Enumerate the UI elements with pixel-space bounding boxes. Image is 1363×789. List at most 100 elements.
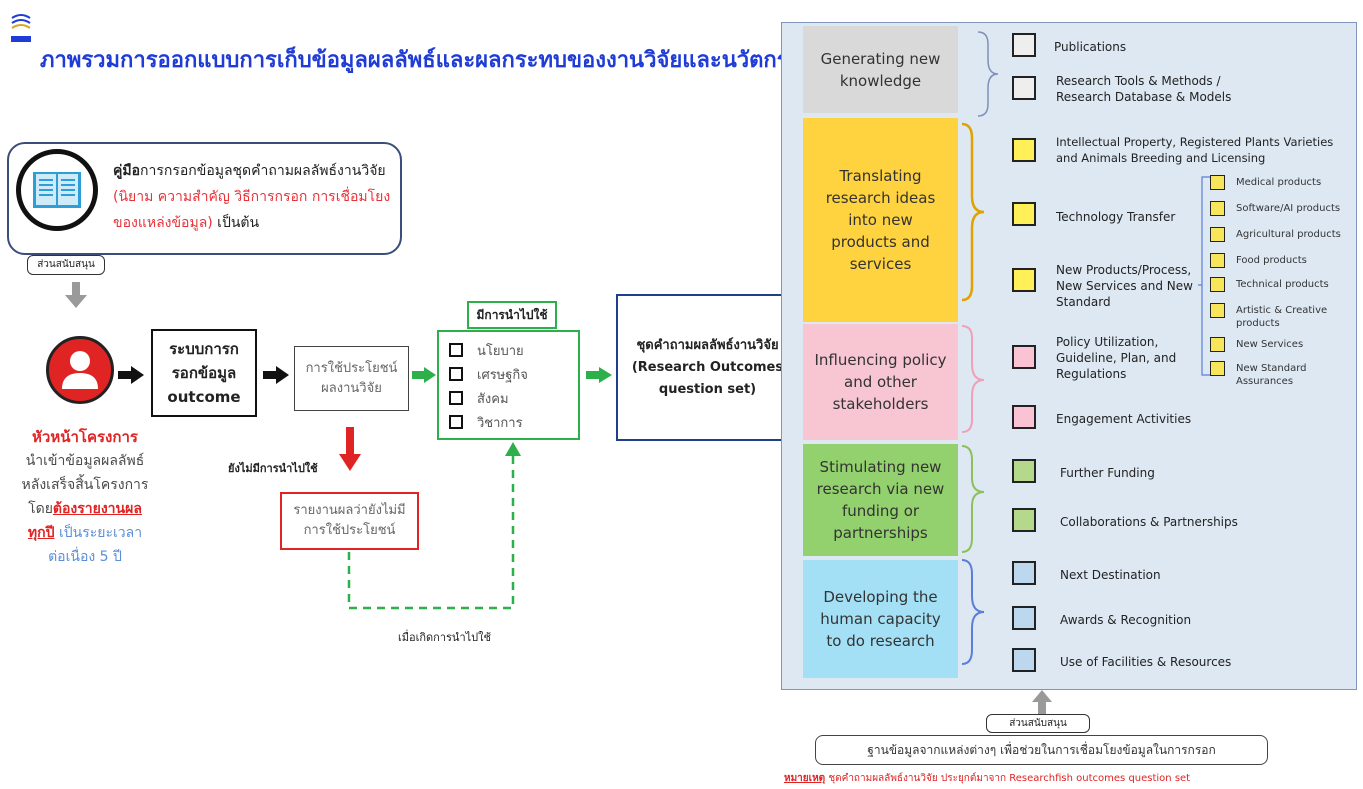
item-publications: Publications	[1054, 40, 1127, 54]
leader-line2: หลังเสร็จสิ้นโครงการ	[21, 477, 149, 493]
item-policy-utilization: Policy Utilization, Guideline, Plan, and…	[1056, 335, 1177, 381]
category-generating-knowledge: Generating new knowledge	[803, 26, 958, 113]
category-human-capacity: Developing the human capacity to do rese…	[803, 560, 958, 678]
sub-product-label: Technical products	[1236, 279, 1329, 290]
item-research-tools: Research Tools & Methods / Research Data…	[1056, 74, 1232, 104]
category-translating-ideas: Translating research ideas into new prod…	[803, 118, 958, 322]
manual-box	[7, 142, 402, 255]
logo-icon	[11, 14, 31, 42]
sub-product-checkbox	[1210, 201, 1225, 216]
sub-product-checkbox	[1210, 361, 1225, 376]
item-checkbox	[1012, 405, 1036, 429]
item-intellectual-property: Intellectual Property, Registered Plants…	[1056, 135, 1334, 165]
note-text: ชุดคำถามผลลัพธ์งานวิจัย ประยุกต์มาจาก Re…	[825, 773, 1191, 784]
when-used-label: เมื่อเกิดการนำไปใช้	[398, 631, 491, 644]
item-new-products: New Products/Process, New Services and N…	[1056, 263, 1193, 309]
item-technology-transfer: Technology Transfer	[1056, 210, 1176, 224]
item-further-funding: Further Funding	[1060, 466, 1155, 480]
use-label: สังคม	[477, 391, 509, 407]
category-label: Translating research ideas into new prod…	[825, 167, 936, 273]
feedback-dashed-arrow	[347, 442, 521, 610]
sub-product-checkbox	[1210, 337, 1225, 352]
sub-product-label: New Services	[1236, 339, 1304, 350]
outcome-system-box: ระบบการกรอกข้อมูล outcome	[151, 329, 257, 417]
category-influencing-policy: Influencing policy and other stakeholder…	[803, 324, 958, 440]
bottom-support-tag: ส่วนสนับสนุน	[986, 714, 1090, 733]
item-checkbox	[1012, 33, 1036, 57]
sub-product-label: Medical products	[1236, 177, 1322, 188]
right-arrow-icon	[263, 366, 289, 384]
right-arrow-icon	[412, 367, 436, 383]
use-item: วิชาการ	[449, 410, 528, 434]
sub-product-checkbox	[1210, 175, 1225, 190]
database-box: ฐานข้อมูลจากแหล่งต่างๆ เพื่อช่วยในการเชื…	[815, 735, 1268, 765]
leader-must-report: ต้องรายงานผล	[52, 501, 142, 517]
question-set-line3: question set)	[658, 381, 757, 397]
down-arrow-icon	[65, 282, 87, 308]
manual-text2: เป็นต้น	[212, 215, 260, 231]
category-stimulating-research: Stimulating new research via new funding…	[803, 444, 958, 556]
leader-title: หัวหน้าโครงการ	[32, 428, 138, 446]
use-label: วิชาการ	[477, 415, 523, 431]
item-awards: Awards & Recognition	[1060, 613, 1192, 627]
question-set-line1: ชุดคำถามผลลัพธ์งานวิจัย	[636, 337, 779, 353]
use-label: เศรษฐกิจ	[477, 367, 528, 383]
person-icon	[46, 336, 114, 404]
checkbox-icon	[449, 367, 463, 381]
sub-product-checkbox	[1210, 277, 1225, 292]
checkbox-icon	[449, 343, 463, 357]
item-collaborations: Collaborations & Partnerships	[1060, 515, 1238, 529]
item-checkbox	[1012, 561, 1036, 585]
question-set-box: ชุดคำถามผลลัพธ์งานวิจัย (Research Outcom…	[616, 294, 799, 441]
checkbox-icon	[449, 415, 463, 429]
leader-every-year: ทุกปี	[27, 525, 55, 541]
use-item: นโยบาย	[449, 338, 528, 362]
right-arrow-icon	[586, 367, 612, 383]
sub-product-checkbox	[1210, 227, 1225, 242]
item-checkbox	[1012, 345, 1036, 369]
item-checkbox	[1012, 202, 1036, 226]
question-set-line2: (Research Outcomes	[631, 359, 784, 375]
up-arrow-icon	[1032, 690, 1052, 714]
item-next-destination: Next Destination	[1060, 568, 1161, 582]
manual-description: คู่มือการกรอกข้อมูลชุดคำถามผลลัพธ์งานวิจ…	[113, 158, 398, 236]
sub-product-label: Food products	[1236, 255, 1307, 266]
research-utilization-box: การใช้ประโยชน์ผลงานวิจัย	[294, 346, 409, 411]
category-label: Stimulating new research via new funding…	[816, 458, 945, 542]
sub-product-label: Artistic & Creative products	[1236, 305, 1328, 329]
use-item: เศรษฐกิจ	[449, 362, 528, 386]
item-engagement-activities: Engagement Activities	[1056, 412, 1192, 426]
leader-prefix: โดย	[28, 501, 53, 517]
manual-red-text: (นิยาม ความสำคัญ วิธีการกรอก การเชื่อมโย…	[113, 189, 391, 231]
sub-product-label: Agricultural products	[1236, 229, 1341, 240]
item-checkbox	[1012, 508, 1036, 532]
item-checkbox	[1012, 606, 1036, 630]
item-facilities: Use of Facilities & Resources	[1060, 655, 1232, 669]
sub-product-checkbox	[1210, 303, 1225, 318]
uses-box: นโยบายเศรษฐกิจสังคมวิชาการ	[437, 330, 580, 440]
item-checkbox	[1012, 138, 1036, 162]
item-checkbox	[1012, 648, 1036, 672]
not-used-label: ยังไม่มีการนำไปใช้	[228, 462, 318, 475]
category-label: Developing the human capacity to do rese…	[820, 588, 941, 650]
book-icon	[16, 149, 98, 231]
used-label: มีการนำไปใช้	[467, 301, 557, 329]
uses-list: นโยบายเศรษฐกิจสังคมวิชาการ	[449, 338, 528, 434]
footnote: หมายเหตุ ชุดคำถามผลลัพธ์งานวิจัย ประยุกต…	[784, 771, 1190, 786]
sub-product-label: New Standard Assurances	[1236, 363, 1307, 387]
use-label: นโยบาย	[477, 343, 524, 359]
item-checkbox	[1012, 268, 1036, 292]
item-checkbox	[1012, 459, 1036, 483]
right-arrow-icon	[118, 366, 144, 384]
sub-product-label: Software/AI products	[1236, 203, 1341, 214]
use-item: สังคม	[449, 386, 528, 410]
leader-line1: นำเข้าข้อมูลผลลัพธ์	[25, 453, 145, 469]
item-checkbox	[1012, 76, 1036, 100]
leader-description: หัวหน้าโครงการ นำเข้าข้อมูลผลลัพธ์ หลังเ…	[5, 425, 165, 569]
not-used-report-box: รายงานผลว่ายังไม่มีการใช้ประโยชน์	[280, 492, 419, 550]
leader-tail: เป็นระยะเวลา	[54, 525, 143, 541]
page-title: ภาพรวมการออกแบบการเก็บข้อมูลผลลัพธ์และผล…	[40, 48, 815, 73]
support-tag: ส่วนสนับสนุน	[27, 255, 105, 275]
category-label: Influencing policy and other stakeholder…	[814, 351, 947, 413]
leader-duration: ต่อเนื่อง 5 ปี	[48, 549, 122, 565]
